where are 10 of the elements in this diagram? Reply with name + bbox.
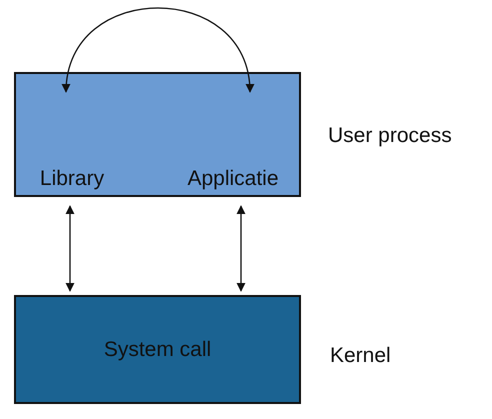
process-box [14,295,301,404]
layer-label: User process [328,124,452,148]
layer-label: Kernel [330,344,391,368]
box-label: System call [102,338,212,362]
component-label: Library [38,167,106,191]
arrow [236,205,246,292]
arrow [66,205,74,292]
arrow [62,8,254,93]
component-label: Applicatie [186,167,280,191]
process-box [14,72,301,197]
